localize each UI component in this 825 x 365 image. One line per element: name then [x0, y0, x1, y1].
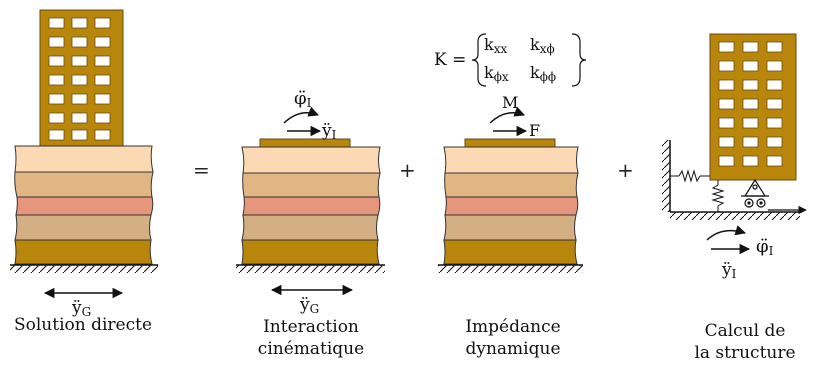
caption-line: Interaction	[263, 317, 359, 337]
soil-layer-4	[443, 214, 577, 241]
matrix-entry-kphix: kϕx	[484, 63, 509, 84]
matrix-entry-kxx: kxx	[484, 35, 507, 56]
rotation-arrow-kinematic	[283, 106, 319, 124]
soil-layer-1	[14, 145, 154, 173]
plus-sign-2: +	[617, 158, 634, 182]
foundation-plate-kinematic	[259, 138, 351, 148]
support-ground	[670, 211, 800, 220]
soil-column-kinematic	[241, 146, 381, 265]
soil-column-impedance	[443, 146, 579, 265]
soil-layer-4	[14, 214, 152, 241]
impedance-matrix: K = kxx kxϕ kϕx kϕϕ	[434, 33, 587, 87]
soil-layer-2	[444, 172, 579, 198]
plus-sign-1: +	[399, 158, 416, 182]
foundation-rotation-label: φ̈I	[294, 88, 312, 110]
caption-structure-calculation: Calcul de la structure	[670, 320, 820, 364]
soil-layer-4	[241, 214, 379, 241]
rotation-arrow-structure	[706, 225, 747, 241]
ground-acceleration-label-kinematic: ÿG	[299, 295, 319, 316]
soil-layer-2	[242, 172, 381, 198]
soil-layer-1	[241, 146, 381, 174]
caption-line: Solution directe	[13, 315, 153, 335]
matrix-lhs: K =	[434, 50, 466, 70]
caption-kinematic-interaction: Interaction cinématique	[228, 316, 394, 360]
structure-rotation-label: φ̈I	[756, 236, 774, 258]
building-frame-structure	[709, 33, 797, 181]
caption-line: dynamique	[465, 339, 561, 359]
moment-arrow	[489, 106, 525, 124]
building-frame-direct	[39, 9, 124, 147]
soil-layer-3	[444, 196, 579, 216]
roller-support	[741, 178, 769, 208]
soil-layer-1	[443, 146, 579, 174]
soil-layer-3	[242, 196, 381, 216]
caption-line: Impédance	[465, 317, 561, 337]
soil-column-direct	[14, 145, 154, 265]
caption-line: la structure	[694, 343, 796, 363]
support-wall	[662, 140, 671, 212]
caption-line: Calcul de	[704, 321, 786, 341]
force-label: F	[529, 121, 540, 140]
foundation-translation-label: ÿI	[321, 121, 337, 142]
ground-acceleration-label-direct: ÿG	[71, 298, 91, 319]
horizontal-spring	[670, 169, 710, 183]
caption-direct-solution: Solution directe	[0, 314, 166, 336]
soil-layer-3	[15, 196, 154, 216]
soil-layer-2	[14, 171, 154, 198]
matrix-entry-kphiphi: kϕϕ	[530, 63, 556, 84]
soil-layer-5	[443, 239, 578, 265]
matrix-left-brace	[471, 33, 487, 87]
vertical-spring	[711, 180, 725, 212]
ground-hatch-kinematic	[236, 264, 385, 273]
matrix-entry-kxphi: kxϕ	[530, 35, 555, 56]
ground-hatch-impedance	[438, 264, 583, 273]
caption-dynamic-impedance: Impédance dynamique	[430, 316, 596, 360]
moment-label: M	[502, 93, 518, 112]
matrix-right-brace	[571, 33, 587, 87]
ground-hatch-direct	[10, 264, 158, 273]
soil-layer-5	[241, 239, 380, 265]
foundation-plate-impedance	[464, 138, 556, 148]
caption-line: cinématique	[257, 339, 365, 359]
soil-layer-5	[14, 239, 153, 265]
structure-translation-label: ÿI	[721, 260, 737, 281]
equals-sign: =	[193, 158, 210, 182]
